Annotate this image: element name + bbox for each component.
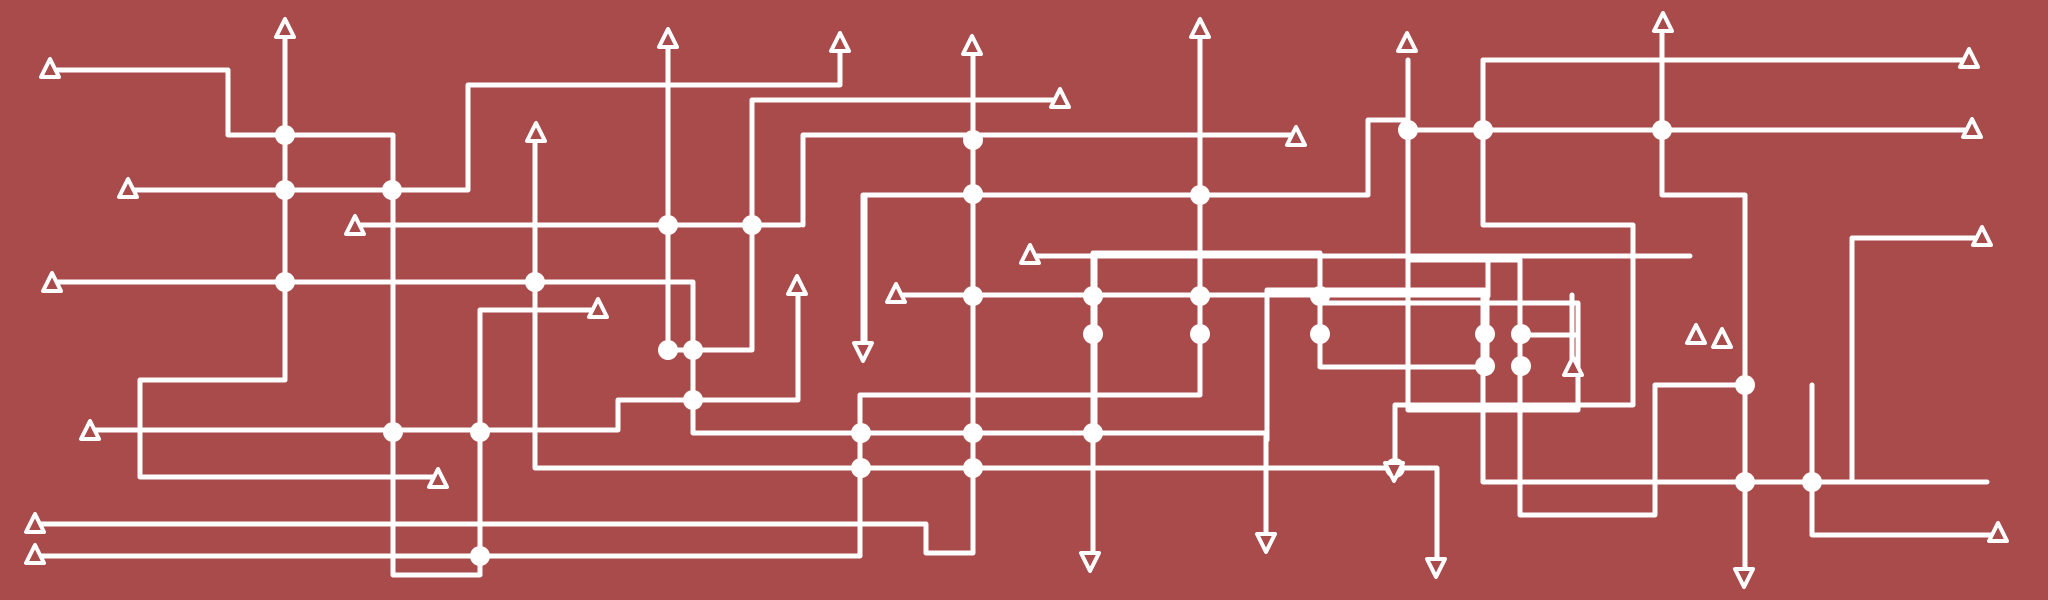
terminal-triangle-icon (1189, 17, 1211, 39)
junction-dot (1475, 356, 1495, 376)
wire-segment (1659, 22, 1748, 388)
terminal-triangle-icon (1971, 225, 1993, 247)
terminal-triangle-icon (1958, 47, 1980, 69)
wire-segment (127, 42, 843, 193)
terminal-triangle-icon (852, 341, 874, 363)
junction-dot (525, 272, 545, 292)
junction-dot (1083, 423, 1103, 443)
terminal-triangle-icon (1383, 461, 1405, 483)
terminal-triangle-icon (1685, 323, 1707, 345)
wire-layer (32, 22, 1998, 578)
junction-dot (1802, 472, 1822, 492)
terminal-triangle-icon (39, 57, 61, 79)
terminal-triangle-icon (587, 297, 609, 319)
wire-segment (532, 127, 1440, 568)
junction-dot (275, 125, 295, 145)
junction-dot (1652, 120, 1672, 140)
junction-dot (742, 215, 762, 235)
terminal-triangle-icon (1079, 551, 1101, 573)
terminal-triangle-icon (1255, 532, 1277, 554)
terminal-triangle-icon (657, 27, 679, 49)
junction-dot (851, 458, 871, 478)
wire-segment (665, 32, 1063, 353)
junction-dot (1083, 324, 1103, 344)
junction-dot (1511, 324, 1531, 344)
terminal-triangle-icon (1285, 125, 1307, 147)
terminal-triangle-icon (24, 512, 46, 534)
terminal-triangle-icon (786, 274, 808, 296)
junction-dot (658, 215, 678, 235)
terminal-triangle-icon (1049, 87, 1071, 109)
terminal-triangle-icon (344, 214, 366, 236)
junction-dot (851, 423, 871, 443)
junction-dot (275, 180, 295, 200)
junction-dot (1190, 185, 1210, 205)
junction-dot (470, 422, 490, 442)
wire-segment (52, 67, 601, 578)
junction-dot (658, 340, 678, 360)
wire-segment (1405, 127, 1748, 578)
junction-dot (1398, 120, 1418, 140)
junction-dot (1511, 356, 1531, 376)
terminal-layer (24, 11, 2009, 589)
junction-dot (1735, 375, 1755, 395)
junction-dot (1473, 120, 1493, 140)
terminal-triangle-icon (1961, 117, 1983, 139)
junction-dot (683, 390, 703, 410)
terminal-triangle-icon (885, 282, 907, 304)
junction-dot (963, 184, 983, 204)
junction-dot (963, 423, 983, 443)
terminal-triangle-icon (24, 543, 46, 565)
terminal-triangle-icon (1733, 567, 1755, 589)
junction-dot (1475, 324, 1495, 344)
junction-dot (382, 180, 402, 200)
terminal-triangle-icon (41, 271, 63, 293)
wire-segment (1264, 287, 1491, 443)
wire-segment (1392, 57, 1636, 473)
junction-dot (1083, 286, 1103, 306)
junction-dot (470, 546, 490, 566)
terminal-triangle-icon (1652, 11, 1674, 33)
junction-dot (963, 286, 983, 306)
wire-segment (87, 282, 801, 433)
terminal-triangle-icon (961, 34, 983, 56)
terminal-triangle-icon (79, 419, 101, 441)
terminal-triangle-icon (274, 17, 296, 39)
terminal-triangle-icon (525, 121, 547, 143)
junction-dot (275, 272, 295, 292)
terminal-triangle-icon (1987, 521, 2009, 543)
wire-segment (137, 22, 438, 480)
wire-segment (1809, 382, 1998, 538)
wire-segment (800, 132, 1298, 228)
junction-dot (1735, 472, 1755, 492)
terminal-triangle-icon (117, 177, 139, 199)
terminal-triangle-icon (1425, 557, 1447, 579)
junction-dot (1310, 324, 1330, 344)
wire-segment (32, 27, 1203, 559)
terminal-triangle-icon (427, 467, 449, 489)
wire-segment (1802, 235, 1983, 485)
terminal-triangle-icon (1711, 327, 1733, 349)
terminal-triangle-icon (1562, 355, 1584, 377)
junction-dot (1310, 286, 1330, 306)
terminal-triangle-icon (1396, 31, 1418, 53)
junction-dot (683, 340, 703, 360)
wire-segment (32, 42, 976, 556)
terminal-triangle-icon (1019, 243, 1041, 265)
junction-dot (1190, 324, 1210, 344)
junction-dot (963, 130, 983, 150)
junction-dot (1190, 286, 1210, 306)
terminal-triangle-icon (829, 31, 851, 53)
junction-layer (275, 120, 1822, 566)
junction-dot (383, 422, 403, 442)
junction-dot (963, 458, 983, 478)
